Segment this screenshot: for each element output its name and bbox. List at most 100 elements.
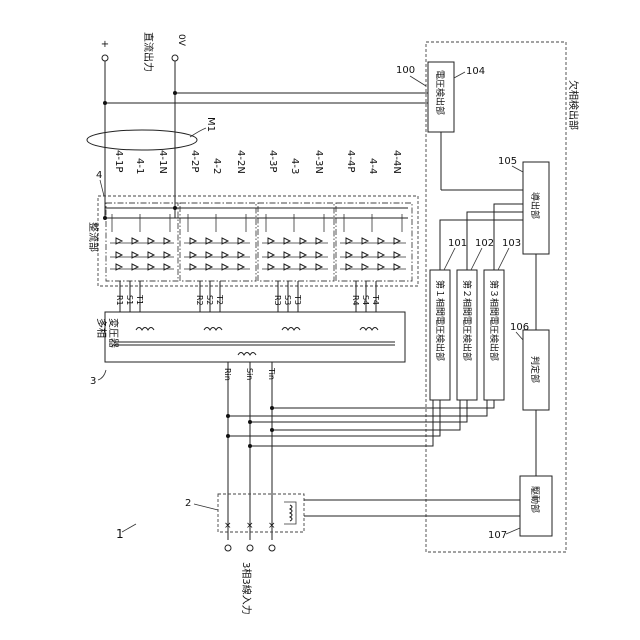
input-label: Tin	[267, 367, 276, 380]
line-detector-3-ref-leader	[498, 248, 509, 270]
breaker-ref-leader	[194, 504, 218, 510]
line-detector-3-label: 第３相間電圧検出部	[488, 280, 500, 361]
figure-ref: 1	[116, 527, 124, 541]
group-mid-label: 4-3	[289, 158, 300, 174]
phase-loss-title: 欠相検出部	[567, 80, 580, 130]
breaker-contact-icon: ×	[268, 521, 276, 531]
phase-tap-wire	[250, 400, 433, 446]
drive-label: 駆動部	[529, 486, 541, 513]
line-detector-2-label: 第２相間電圧検出部	[461, 280, 473, 361]
drive-ref: 107	[488, 530, 507, 541]
secondary-label: S1	[125, 295, 134, 305]
phase-tap-wire	[228, 400, 440, 436]
rectifier-leads	[112, 214, 170, 232]
transformer-body	[105, 312, 405, 362]
group-p-label: 4-3P	[267, 150, 278, 172]
input-t-terminal	[269, 545, 275, 551]
rectifier-leads	[266, 214, 324, 232]
secondary-label: R4	[351, 295, 360, 306]
lead-out-ref-leader	[512, 166, 523, 172]
rectifier-group-3: 4-3P 4-3 4-3N	[258, 150, 334, 281]
group-p-label: 4-1P	[113, 150, 124, 172]
line-detector-3-ref: 103	[502, 238, 521, 249]
phase-loss-ref: 100	[396, 65, 415, 76]
phase-tap-wire	[272, 400, 460, 430]
line-detector-2-ref: 102	[475, 238, 494, 249]
secondary-label: S3	[283, 295, 292, 305]
secondary-label: T4	[371, 294, 380, 305]
line-detector-1-ref-leader	[444, 248, 455, 270]
secondary-label: T3	[293, 294, 302, 305]
breaker-contact-icon: ×	[224, 521, 232, 531]
output-title: 直流出力	[142, 32, 155, 72]
junction-dot	[103, 101, 107, 105]
figure-ref-arrow	[122, 524, 136, 532]
dc-output: + 0V 直流出力 M1	[87, 32, 428, 218]
trip-coil-icon	[290, 505, 292, 521]
group-n-label: 4-2N	[235, 150, 246, 174]
rectifier-ref: 4	[96, 170, 102, 181]
lead-out-ref: 105	[498, 156, 517, 167]
transformer: R1 S1 T1 R2 S2 T2 R3 S3 T3 R4 S4 T4 多相 変…	[90, 281, 405, 540]
cable-leader-line	[190, 128, 206, 137]
line-detector-1-label: 第１相間電圧検出部	[434, 280, 446, 361]
rectifier-ref-leader	[100, 180, 104, 196]
lead-out-label: 導出部	[529, 192, 541, 219]
junction-dot	[270, 406, 274, 410]
group-p-label: 4-2P	[189, 150, 200, 172]
line-detector-1-ref: 101	[448, 238, 467, 249]
rectifier-group-2: 4-2P 4-2 4-2N	[180, 150, 256, 281]
secondary-label: R1	[115, 295, 124, 306]
junction-dot	[226, 434, 230, 438]
breaker-contact-icon: ×	[246, 521, 254, 531]
output-zero-label: 0V	[176, 34, 186, 47]
transformer-ref: 3	[90, 376, 96, 387]
phase-tap-wire	[250, 400, 467, 422]
transformer-title-line1: 多相	[95, 318, 108, 338]
line-detector-2-ref-leader	[471, 248, 482, 270]
junction-dot	[248, 444, 252, 448]
judge-label: 判定部	[529, 356, 541, 383]
voltage-detector-ref: 104	[466, 66, 485, 77]
secondary-label: S4	[361, 295, 370, 305]
junction-dot	[270, 428, 274, 432]
secondary-label: S2	[205, 295, 214, 305]
breaker-ref: 2	[185, 498, 191, 509]
input-label: Sin	[245, 368, 254, 380]
secondary-label: R3	[273, 295, 282, 306]
rectifier-title: 整流部	[87, 222, 100, 252]
junction-dot	[103, 216, 107, 220]
input-r-terminal	[225, 545, 231, 551]
group-mid-label: 4-4	[367, 158, 378, 174]
junction-dot	[248, 420, 252, 424]
phase-tap-wire	[272, 400, 494, 408]
output-plus-terminal	[102, 55, 108, 61]
secondary-label: T1	[135, 294, 144, 305]
drive-ref-leader	[506, 528, 520, 534]
junction-dot	[173, 91, 177, 95]
voltage-detector-label: 電圧検出部	[434, 70, 446, 115]
cable-bundle-ellipse	[87, 130, 197, 150]
group-n-label: 4-3N	[313, 150, 324, 174]
junction-dot	[226, 414, 230, 418]
phase-loss-ref-leader	[410, 76, 426, 86]
rectifier-leads	[344, 214, 402, 232]
output-zero-terminal	[172, 55, 178, 61]
judge-ref: 106	[510, 322, 529, 333]
cable-label: M1	[205, 117, 216, 132]
transformer-ref-leader	[98, 370, 106, 380]
judge-ref-leader	[516, 332, 523, 340]
breaker: 2 × × × 3相3線入力 1	[116, 494, 304, 615]
rectifier-leads	[188, 214, 246, 232]
input-title: 3相3線入力	[240, 562, 253, 615]
junction-dot	[173, 206, 177, 210]
group-mid-label: 4-1	[134, 158, 145, 174]
output-plus-label: +	[101, 39, 109, 50]
group-mid-label: 4-2	[211, 158, 222, 174]
voltage-detector-ref-leader	[454, 72, 465, 78]
secondary-label: T2	[215, 294, 224, 305]
secondary-label: R2	[195, 295, 204, 306]
transformer-title-line2: 変圧器	[107, 318, 120, 348]
group-n-label: 4-4N	[391, 150, 402, 174]
